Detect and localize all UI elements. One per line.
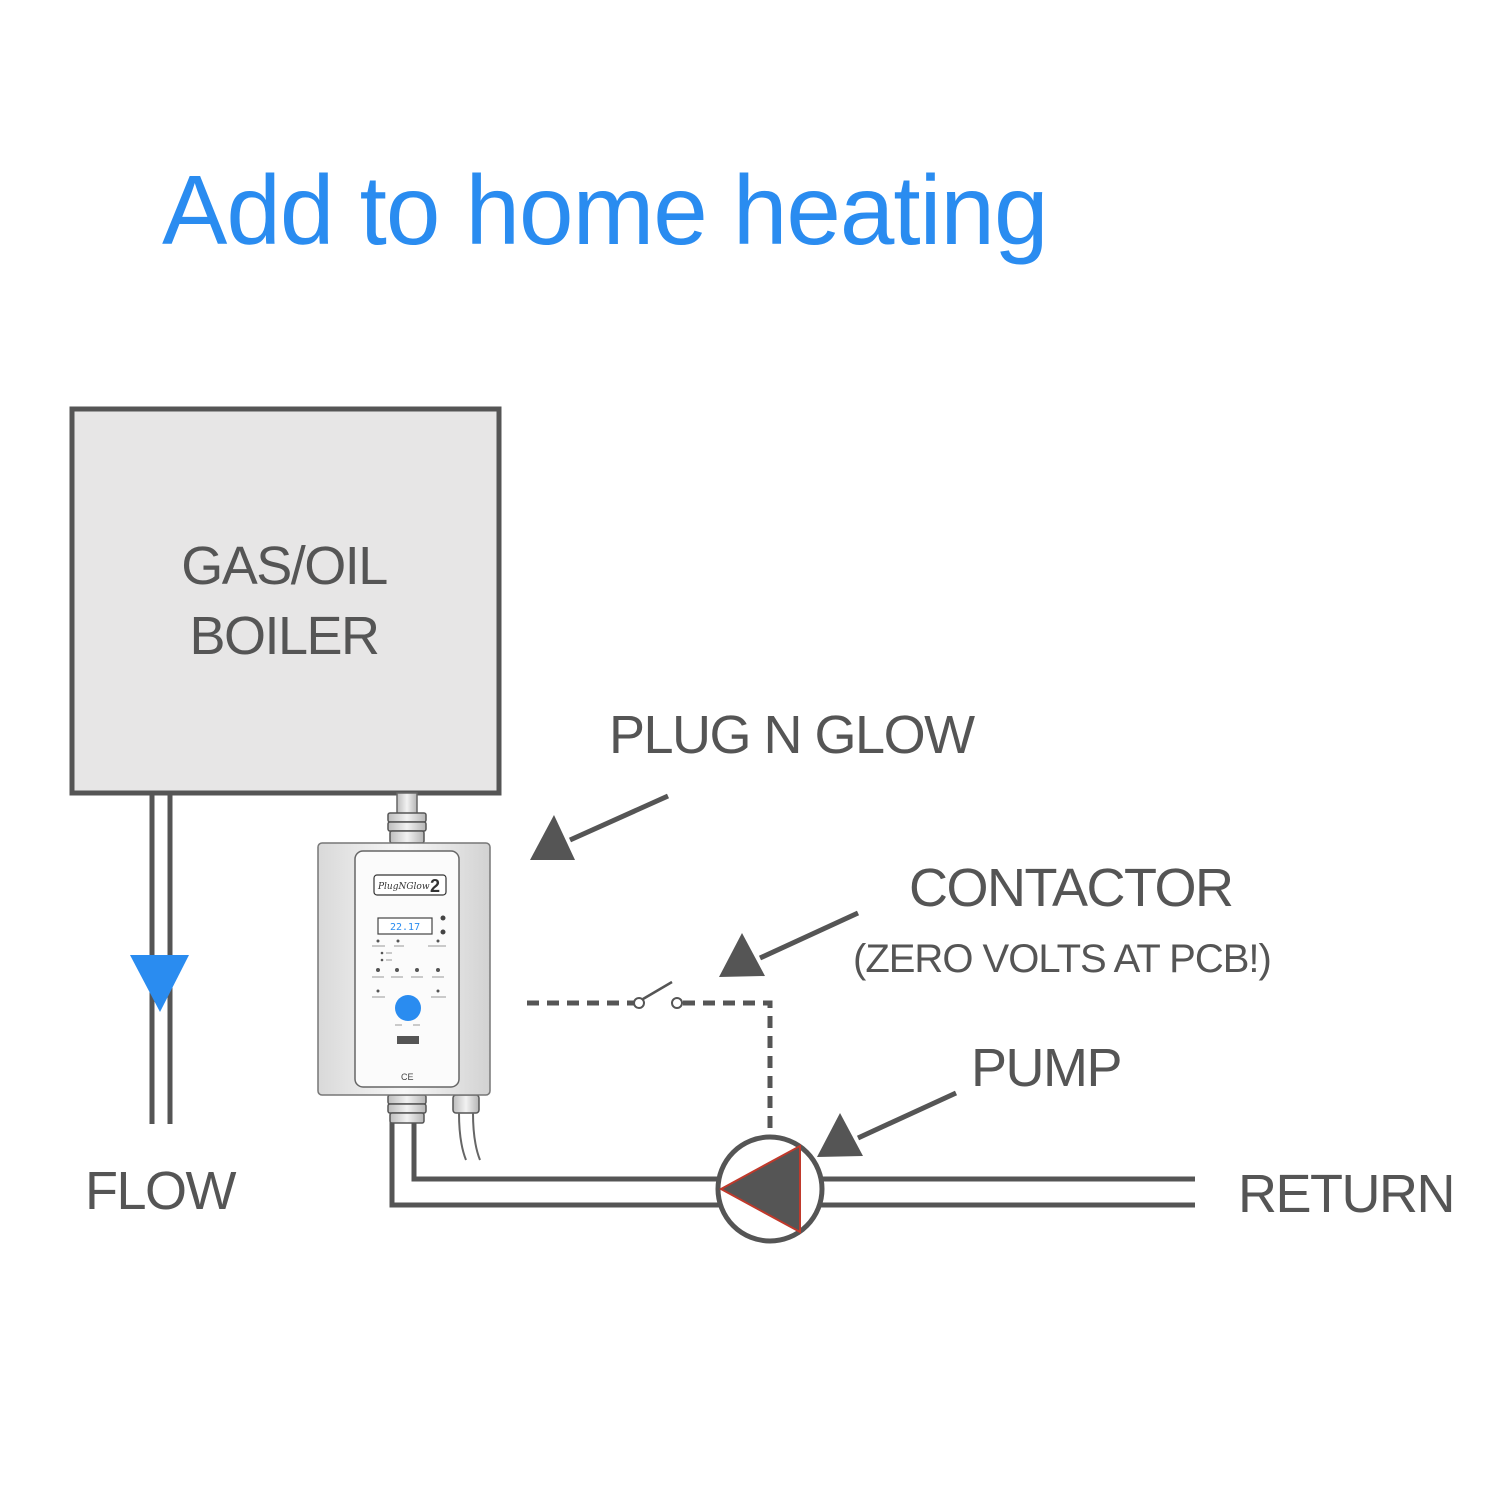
device-panel [354,850,460,1088]
contactor-switch [527,980,773,1138]
down-button[interactable] [440,929,446,935]
flow-direction-arrow-icon [130,955,189,1012]
flow-label: FLOW [85,1161,237,1221]
return-pipe [389,1120,1195,1208]
boiler-label-line1: GAS/OIL [181,536,387,596]
lower-fitting [387,1094,427,1124]
device-display [377,917,433,935]
device-model-number: 2 [430,876,440,896]
upper-fitting [387,792,427,844]
display-reading: 22.17 [390,922,420,933]
plug-n-glow-device: PlugNGlow 2 22.17 [317,842,491,1096]
up-button[interactable] [440,915,446,921]
ce-mark: CE [401,1072,414,1082]
pump [715,1134,825,1244]
device-logo [373,874,447,896]
device-port [397,1036,419,1044]
callout-arrow-contactor [719,910,860,977]
flow-pipe [130,793,189,1124]
temperature-dial[interactable] [395,995,421,1021]
return-label: RETURN [1238,1164,1454,1224]
callout-arrow-pump [817,1090,958,1157]
boiler-box [69,406,502,796]
plug-n-glow-label: PLUG N GLOW [609,705,975,765]
boiler: GAS/OIL BOILER [69,406,502,796]
page-title: Add to home heating [162,155,1047,265]
contactor-label: CONTACTOR [909,858,1233,918]
boiler-label-line2: BOILER [189,606,378,666]
device-indicators [372,939,446,1026]
callout-arrow-plug-n-glow [530,793,670,860]
power-cable [452,1094,481,1161]
pump-direction-icon [718,1144,801,1234]
contactor-note: (ZERO VOLTS AT PCB!) [853,937,1271,981]
device-brand: PlugNGlow [377,882,430,892]
pump-label: PUMP [971,1038,1121,1098]
